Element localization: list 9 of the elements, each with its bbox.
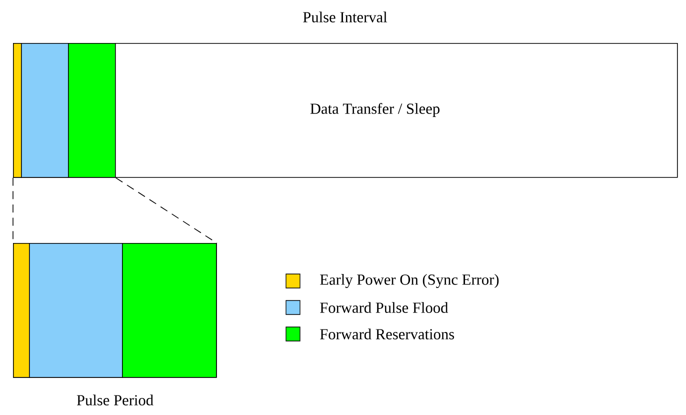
legend-label: Early Power On (Sync Error) (320, 274, 499, 288)
bar-caption: Pulse Interval (303, 12, 388, 22)
segment-bar (13, 43, 22, 178)
segment-bar (21, 43, 69, 178)
segment-bar (68, 43, 116, 178)
legend-label: Forward Pulse Flood (320, 302, 448, 313)
bar-caption: Pulse Period (76, 394, 154, 406)
legend-label: Forward Reservations (320, 328, 454, 340)
zoom-line (115, 177, 218, 244)
